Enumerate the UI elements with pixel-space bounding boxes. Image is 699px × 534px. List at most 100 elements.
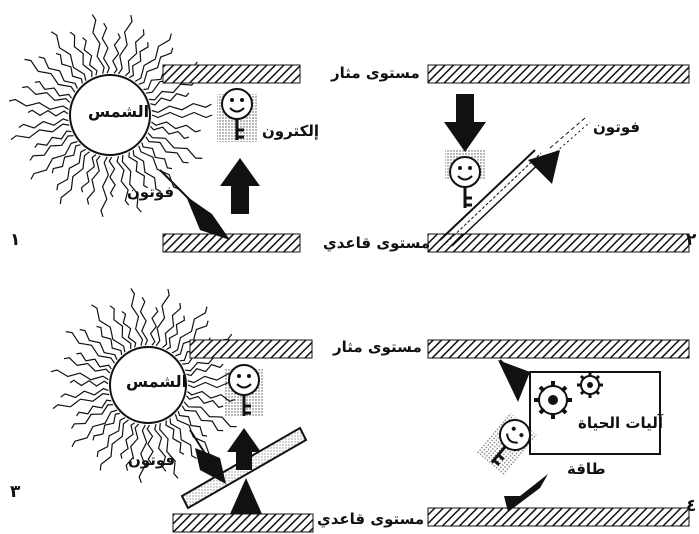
sun-ray [8,98,69,110]
sun-ray [149,125,190,140]
sun-ray [91,14,105,74]
sun-ray [112,33,121,74]
sun-ray [183,401,237,428]
sun-ray [22,85,71,103]
sun-ray [120,422,135,459]
photon-arrow-3 [189,429,226,484]
sun-ray [101,22,110,74]
sun-ray [38,56,78,89]
sun-label-3: الشمس [126,372,188,391]
sun-ray [147,132,203,159]
sun-ray [171,306,208,354]
sun-ray [70,404,114,429]
sun-ray [10,123,70,141]
sun-ray [56,148,87,191]
sun-ray [24,58,76,93]
up-arrow-3 [227,428,261,470]
sun-ray [63,357,111,374]
excited-level-label-3: مستوى مثار [333,338,422,356]
electron-label-1: إلكترون [262,122,320,140]
sun-ray [128,42,149,79]
sun-ray [128,152,149,189]
panel-number-4: ٤ [686,496,697,516]
sun-ray [99,419,129,471]
sun-ray [55,52,83,84]
sun-ray [125,423,140,471]
sun-ray [75,399,112,417]
sun-ray [100,156,110,217]
sun-ray [79,328,118,361]
sun-ray [169,418,197,459]
sun-ray [80,154,97,193]
gear-icon [577,372,603,398]
ground-level-bar-1 [162,233,301,253]
sun-ray [82,37,98,76]
photon-arrow-1 [159,169,230,240]
sun-ray [34,130,72,149]
excited-level-label-1: مستوى مثار [331,64,420,82]
electron-4 [476,412,538,476]
sun-ray [138,424,148,483]
sun-ray [181,405,224,432]
sun-ray [151,121,201,133]
sun-ray [124,29,145,77]
energy-label-4: طاقة [567,460,606,478]
arrow-into-box-4 [498,360,530,402]
excited-level-bar-2 [427,64,690,84]
sun-ray [121,311,137,348]
sun-ray [148,80,196,101]
photon-beam-2 [439,117,591,247]
sun-ray [92,412,120,441]
sun-ray [96,417,126,457]
excited-level-bar-4 [427,339,690,359]
excited-level-bar-1 [162,64,301,84]
photon-label-2: فوتون [593,118,641,136]
sun-ray [186,395,224,409]
sun-ray [177,411,208,437]
panel-number-3: ٣ [10,482,21,502]
gear-icon [534,381,572,419]
sun-ray [174,414,216,458]
sun-ray [109,305,132,349]
sun-ray [65,331,116,364]
sun-1 [8,14,213,217]
ground-level-bar-2 [427,233,690,253]
sun-ray [155,288,170,347]
panel-3 [50,288,314,533]
arrow-down-4 [504,474,548,512]
sun-ray [145,136,189,164]
sun-ray [69,31,93,78]
sun-ray [108,156,116,198]
sun-ray [116,155,130,206]
panel-1 [8,14,301,253]
sun-ray [132,149,162,193]
photon-label-3: فوتون [128,451,176,469]
sun-ray [165,420,185,455]
sun-ray [159,423,179,479]
sun-ray [51,144,81,174]
sun-ray [76,352,112,370]
ground-level-bar-4 [427,507,690,527]
ground-level-label-1: مستوى قاعدي [323,234,431,252]
sun-label-1: الشمس [88,102,150,121]
sun-ray [96,325,123,356]
up-arrow-1 [220,158,260,214]
sun-ray [34,80,72,99]
panel-number-2: ٢ [686,230,697,250]
sun-ray [29,135,74,161]
sun-ray [60,387,109,399]
sun-ray [52,392,110,410]
sun-ray [151,102,212,114]
sun-ray [30,140,78,180]
machinery-label-4: آليات الحياة [578,414,664,432]
sun-ray [91,304,126,353]
ground-level-bar-3 [172,513,314,533]
sun-ray [141,142,173,170]
sun-ray [162,302,182,349]
sun-ray [71,409,118,448]
sun-ray [186,363,224,377]
sun-ray [151,111,213,119]
sun-ray [118,14,133,75]
ground-level-label-3: مستوى قاعدي [317,510,425,528]
